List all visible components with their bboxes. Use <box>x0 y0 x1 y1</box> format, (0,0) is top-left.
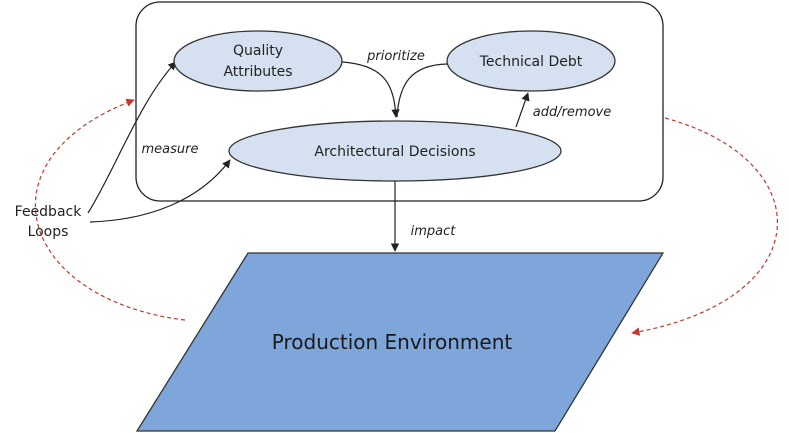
arrow-feedback-to-quality <box>87 61 177 214</box>
feedback-loops-label-line2: Loops <box>28 224 69 240</box>
arrow-quality-to-decisions <box>341 61 400 118</box>
architectural-decisions-node <box>228 120 562 182</box>
edge-label-measure: measure <box>142 142 199 157</box>
feedback-loops-label-line1: Feedback <box>15 204 83 220</box>
production-environment-label: Production Environment <box>272 330 513 354</box>
edge-label-impact: impact <box>411 224 457 239</box>
quality-attributes-node <box>173 30 343 92</box>
feedback-loop-right-dashed <box>631 117 779 336</box>
arrow-feedback-to-decisions <box>89 159 231 223</box>
production-environment-shape <box>135 252 665 432</box>
arrow-debt-to-decisions <box>396 63 448 118</box>
architectural-decisions-label: Architectural Decisions <box>314 144 475 160</box>
quality-attributes-label-line2: Attributes <box>223 64 292 80</box>
arrow-decisions-to-debt <box>515 92 530 128</box>
technical-debt-node <box>446 30 616 92</box>
edge-label-add-remove: add/remove <box>533 105 612 120</box>
feedback-loop-left-dashed <box>34 98 186 321</box>
quality-attributes-label-line1: Quality <box>233 43 283 59</box>
technical-debt-label: Technical Debt <box>479 54 583 70</box>
edge-label-prioritize: prioritize <box>366 49 425 64</box>
